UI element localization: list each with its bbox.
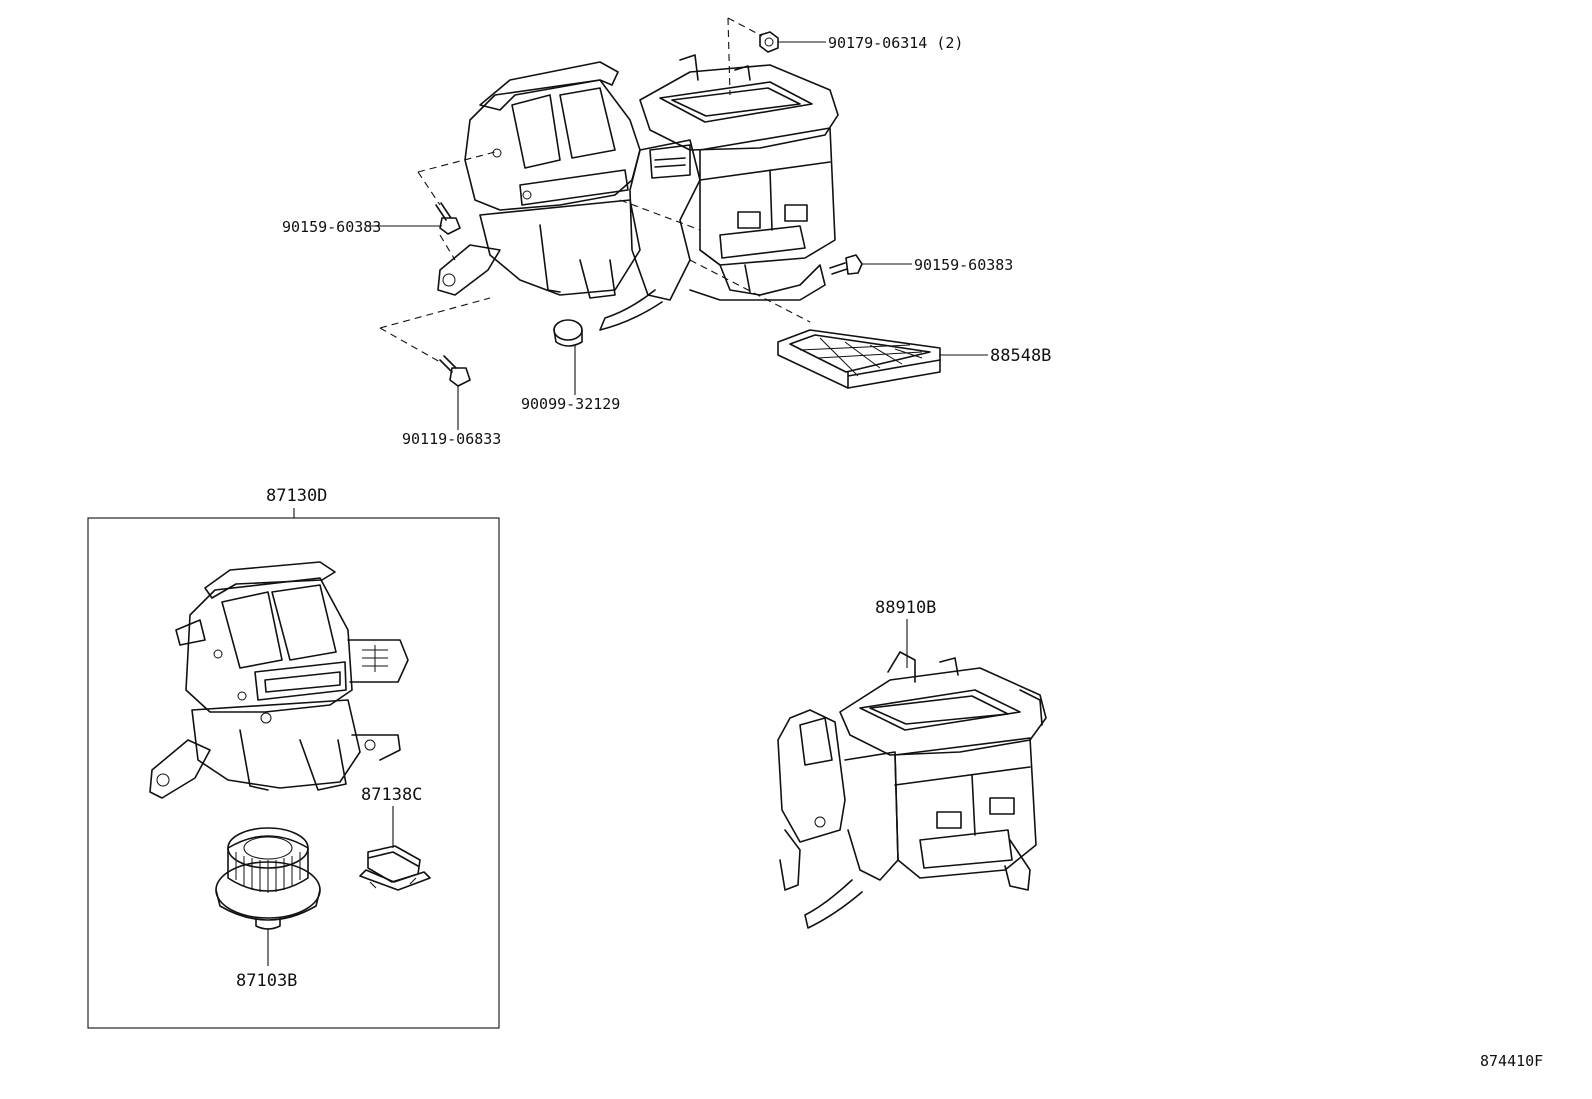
callout-90119-06833: 90119-06833: [402, 430, 501, 448]
top-assembly-drawing: [437, 17, 839, 331]
blower-case-drawing: [149, 561, 409, 799]
callout-87138C: 87138C: [361, 785, 422, 805]
bolt-drawing: [379, 297, 491, 430]
callout-90179-06314: 90179-06314 (2): [828, 34, 963, 52]
blower-motor-drawing: [215, 827, 321, 966]
resistor-drawing: [359, 845, 431, 891]
blower-assembly-box: [87, 517, 500, 1029]
callout-90159-60383-left: 90159-60383: [282, 218, 381, 236]
grommet-drawing: [553, 319, 583, 395]
callout-88910B: 88910B: [875, 598, 936, 618]
callout-87130D: 87130D: [266, 486, 327, 506]
figure-id: 874410F: [1480, 1052, 1543, 1070]
nut-drawing: [727, 17, 826, 53]
callout-90159-60383-right: 90159-60383: [914, 256, 1013, 274]
filter-drawing: [777, 329, 988, 389]
callout-90099-32129: 90099-32129: [521, 395, 620, 413]
screw-right-drawing: [829, 254, 912, 275]
callout-88548B: 88548B: [990, 346, 1051, 366]
callout-87103B: 87103B: [236, 971, 297, 991]
heater-unit-drawing: [777, 651, 1047, 929]
screw-left-drawing: [370, 151, 496, 261]
